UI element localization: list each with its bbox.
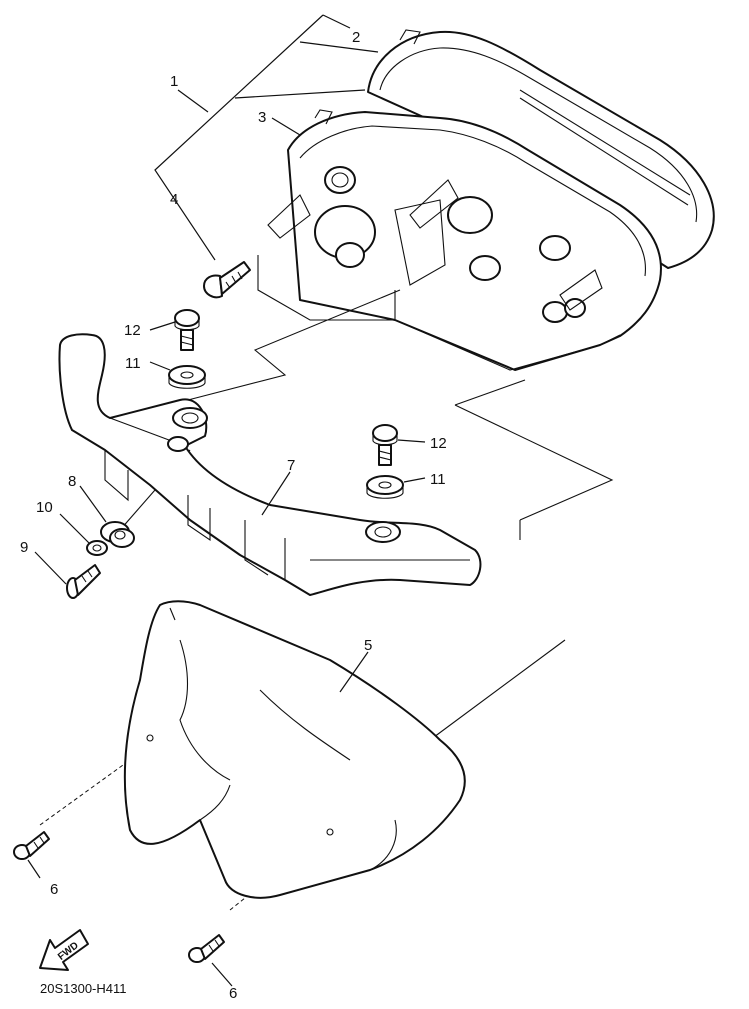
fwd-arrow-icon: FWD bbox=[39, 929, 89, 971]
callout-11-left: 11 bbox=[125, 355, 141, 372]
leader-lines-top bbox=[154, 14, 379, 261]
callout-12-left: 12 bbox=[124, 322, 141, 339]
meter-cover bbox=[123, 600, 466, 899]
callout-6-right: 6 bbox=[229, 985, 237, 1002]
callout-3: 3 bbox=[258, 109, 266, 126]
callout-5: 5 bbox=[364, 637, 372, 654]
screw-6-left bbox=[13, 831, 50, 860]
leader-lines-lower bbox=[27, 321, 426, 987]
collar-10 bbox=[86, 540, 108, 556]
callout-6-left: 6 bbox=[50, 881, 58, 898]
meter-housing bbox=[257, 109, 662, 371]
callouts: 1 2 3 4 5 6 6 7 8 9 10 11 11 12 12 bbox=[20, 29, 447, 1002]
callout-8: 8 bbox=[68, 473, 76, 490]
grommet-8 bbox=[100, 521, 135, 548]
screw-6-right bbox=[188, 934, 225, 963]
diagram-code: 20S1300-H411 bbox=[40, 981, 127, 996]
bolt-12-right bbox=[372, 424, 398, 466]
callout-2: 2 bbox=[352, 29, 360, 46]
screw-9 bbox=[66, 564, 101, 599]
meter-bracket bbox=[58, 333, 482, 596]
callout-12-right: 12 bbox=[430, 435, 447, 452]
callout-4: 4 bbox=[170, 191, 178, 208]
bolt-12-left bbox=[174, 309, 200, 351]
callout-11-right: 11 bbox=[430, 471, 446, 488]
callout-10: 10 bbox=[36, 499, 53, 516]
callout-1: 1 bbox=[170, 73, 178, 90]
damper-11-left bbox=[168, 365, 206, 389]
callout-9: 9 bbox=[20, 539, 28, 556]
screw-4 bbox=[203, 261, 251, 299]
damper-11-right bbox=[366, 475, 404, 499]
callout-7: 7 bbox=[287, 457, 295, 474]
